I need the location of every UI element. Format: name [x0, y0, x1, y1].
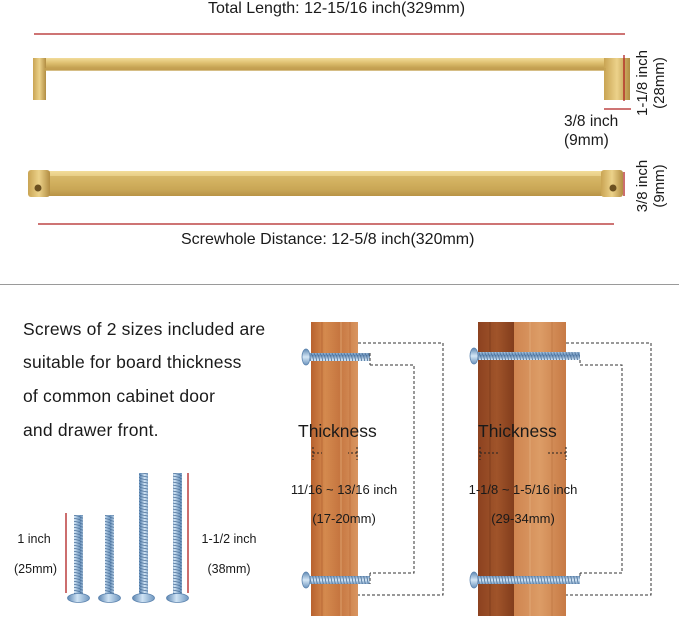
- thin-board-thickness-label: Thickness: [298, 421, 377, 441]
- short-screw-inch-label: 1 inch: [17, 532, 51, 546]
- thin-board-bolt-bottom: [310, 576, 370, 584]
- description-line-4: and drawer front.: [23, 420, 159, 440]
- height-inch-label: 1-1/8 inch: [634, 50, 651, 116]
- thick-board-front: [514, 322, 566, 616]
- screw-hole-right: [609, 184, 617, 192]
- thin-board-bolt-top: [310, 353, 370, 361]
- total-length-label: Total Length: 12-15/16 inch(329mm): [208, 0, 466, 17]
- thick-board-bolt-top: [478, 352, 580, 360]
- section-divider: [0, 284, 679, 285]
- board-illustrations: [301, 322, 652, 616]
- short-screw-mm-label: (25mm): [14, 562, 58, 576]
- description-line-3: of common cabinet door: [23, 386, 216, 406]
- long-screw-2: [173, 473, 182, 595]
- short-screw-1: [74, 515, 83, 595]
- handle-leg-right: [604, 58, 630, 100]
- thick-board-handle-outline: [566, 342, 652, 596]
- handle-front-view: [28, 33, 631, 225]
- width-inch-label: 3/8 inch: [634, 159, 651, 213]
- thick-board-bolt-bottom: [478, 576, 580, 584]
- thick-board-back: [478, 322, 516, 616]
- handle-end-left: [28, 170, 50, 197]
- width-mm-label: (9mm): [651, 164, 668, 208]
- screw-hole-left: [34, 184, 42, 192]
- description-line-1: Screws of 2 sizes included are: [23, 319, 266, 339]
- thick-board-range-mm: (29-34mm): [491, 511, 555, 526]
- short-screw-2: [105, 515, 114, 595]
- screwhole-distance-label: Screwhole Distance: 12-5/8 inch(320mm): [181, 231, 475, 248]
- long-screw-1: [139, 473, 148, 595]
- leg-inch-label: 3/8 inch: [564, 113, 619, 130]
- thin-board: [311, 322, 358, 616]
- screws-illustration: [65, 473, 189, 603]
- handle-end-right: [601, 170, 623, 197]
- thin-board-range-inch: 11/16 ~ 13/16 inch: [290, 482, 398, 497]
- handle-bar-top: [33, 58, 630, 70]
- thin-board-handle-outline: [358, 342, 444, 596]
- thick-board-thickness-label: Thickness: [478, 421, 557, 441]
- height-mm-label: (28mm): [651, 57, 668, 109]
- long-screw-inch-label: 1-1/2 inch: [201, 532, 257, 546]
- thin-board-range-mm: (17-20mm): [312, 511, 376, 526]
- leg-mm-label: (9mm): [564, 132, 609, 149]
- handle-leg-left: [33, 58, 46, 100]
- thick-board-range-inch: 1-1/8 ~ 1-5/16 inch: [468, 482, 578, 497]
- description-line-2: suitable for board thickness: [23, 352, 242, 372]
- long-screw-mm-label: (38mm): [207, 562, 251, 576]
